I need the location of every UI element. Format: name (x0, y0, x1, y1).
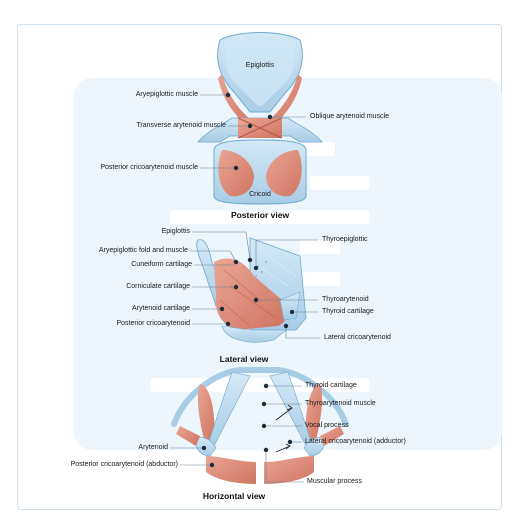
posterior-cricoarytenoid-label: Posterior cricoarytenoid muscle (100, 164, 198, 171)
lateral-cricoarytenoid-label: Lateral cricoarytenoid (324, 334, 391, 341)
posterior-view (197, 32, 323, 205)
posterior-view-title: Posterior view (230, 210, 290, 220)
thyroarytenoid-label: Thyroarytenoid (322, 296, 369, 303)
thyroarytenoid-muscle (197, 384, 215, 440)
arytenoid-shape (195, 437, 217, 457)
placeholder-strip (310, 176, 370, 190)
posterior-cricoid-label: Cricoid (249, 191, 271, 198)
thyroarytenoid-muscle-label: Thyroarytenoid muscle (305, 400, 376, 407)
vocal-process-label: Vocal process (305, 422, 349, 429)
thyroepiglottic-label: Thyroepiglottic (322, 236, 368, 243)
lateral-cricoarytenoid-adductor-label: Lateral cricoarytenoid (adductor) (305, 438, 406, 445)
cuneiform-cartilage-label: Cuneiform cartilage (131, 261, 192, 268)
placeholder-strip (300, 272, 340, 286)
horizontal-view (171, 367, 349, 484)
horizontal-view-title: Horizontal view (202, 491, 266, 501)
oblique-arytenoid-label: Oblique arytenoid muscle (310, 113, 389, 120)
corniculate-cartilage-label: Corniculate cartilage (126, 283, 190, 290)
lateral-muscle-mass (214, 258, 287, 330)
horizontal-thyroid-cartilage-label: Thyroid cartilage (305, 382, 357, 389)
marker-dots (201, 92, 295, 468)
horizontal-arytenoid-label: Arytenoid (138, 444, 168, 451)
posterior-cricoarytenoid-muscle (218, 150, 254, 197)
placeholder-strip (300, 240, 340, 254)
placeholder-strip (170, 210, 370, 224)
aryepiglottic-muscle-label: Aryepiglottic muscle (135, 91, 198, 98)
thyroid-arc (171, 367, 349, 427)
lateral-view (196, 237, 307, 343)
posterior-cricoarytenoid-abductor-label: Posterior cricoarytenoid (abductor) (70, 461, 178, 468)
lateral-posterior-cricoarytenoid-label: Posterior cricoarytenoid (116, 320, 190, 327)
lateral-thyroid-cartilage-label: Thyroid cartilage (322, 308, 374, 315)
muscular-process-label: Muscular process (307, 478, 362, 485)
posterior-cricoarytenoid-abductor (206, 456, 256, 484)
transverse-arytenoid-label: Transverse arytenoid muscle (136, 122, 226, 129)
lateral-view-title: Lateral view (219, 354, 269, 364)
lateral-epiglottis-label: Epiglottis (161, 228, 190, 235)
arytenoid-cartilage-label: Arytenoid cartilage (132, 305, 190, 312)
posterior-epiglottis-label: Epiglottis (245, 62, 275, 69)
aryepiglottic-fold-label: Aryepiglottic fold and muscle (98, 247, 188, 254)
